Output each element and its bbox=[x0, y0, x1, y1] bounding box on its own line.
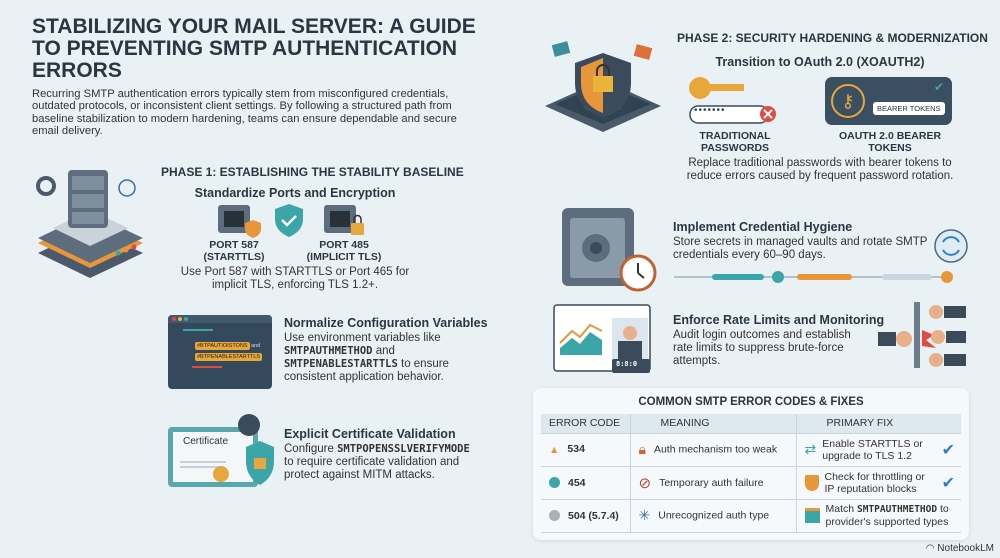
brand-label: NotebookLM bbox=[937, 543, 994, 554]
lock-icon bbox=[351, 223, 364, 235]
vault-illustration bbox=[562, 208, 657, 292]
notebooklm-brand: ◠ NotebookLM bbox=[926, 543, 994, 554]
refresh-cycle-icon bbox=[934, 229, 968, 263]
rate-desc: Audit login outcomes and establish rate … bbox=[673, 329, 851, 367]
cert-desc-2: to require certificate validation and pr… bbox=[284, 456, 460, 481]
var-smtpenablestarttls: SMTPENABLESTARTTLS bbox=[284, 358, 398, 370]
code-tag: #BTPENABLESTARTTLS bbox=[195, 353, 263, 361]
header-meaning: MEANING bbox=[630, 414, 797, 433]
check-icon: ✔ bbox=[933, 80, 944, 94]
counter-text: 8:8:0 bbox=[616, 360, 638, 368]
key-icon bbox=[689, 77, 711, 99]
lock-icon bbox=[593, 76, 613, 92]
header-error-code: ERROR CODE bbox=[541, 414, 631, 433]
rotation-timeline bbox=[674, 229, 968, 283]
oauth-title: Transition to OAuth 2.0 (XOAUTH2) bbox=[715, 55, 925, 69]
server-illustration bbox=[36, 170, 143, 278]
notebooklm-logo-icon: ◠ bbox=[925, 543, 938, 554]
check-icon: ✔ bbox=[941, 441, 955, 459]
envelope-icon bbox=[551, 41, 571, 57]
envelope-icon bbox=[633, 44, 653, 60]
ports-desc: Use Port 587 with STARTTLS or Port 465 f… bbox=[180, 266, 410, 291]
phase1-heading: PHASE 1: ESTABLISHING THE STABILITY BASE… bbox=[161, 165, 464, 179]
certificate-illustration bbox=[168, 414, 274, 487]
secure-mail-illustration bbox=[545, 41, 661, 132]
warning-icon: ▲ bbox=[549, 443, 560, 456]
error-codes-table: ERROR CODE MEANING PRIMARY FIX ▲ 534 🔒︎ Au… bbox=[541, 414, 961, 533]
lock-icon: 🔒︎ bbox=[638, 441, 646, 457]
error-fix: Check for throttling or IP reputation bl… bbox=[824, 470, 925, 495]
cert-title: Explicit Certificate Validation bbox=[284, 427, 456, 441]
fist-icon bbox=[896, 331, 912, 347]
ok-circle-icon bbox=[549, 477, 560, 489]
port-icons bbox=[218, 204, 364, 238]
table-row: ▲ 534 🔒︎ Auth mechanism too weak ⇄ Enable S… bbox=[541, 432, 961, 466]
error-codes-card: COMMON SMTP ERROR CODES & FIXES ERROR CO… bbox=[533, 388, 969, 540]
password-mask: ••••••• bbox=[694, 105, 726, 116]
page-title: STABILIZING YOUR MAIL SERVER: A GUIDE TO… bbox=[32, 15, 476, 82]
error-code: 454 bbox=[568, 476, 586, 489]
cert-desc: Configure bbox=[284, 443, 334, 455]
code-and: and bbox=[251, 343, 261, 349]
blocked-attack-illustration bbox=[878, 302, 966, 368]
intro-paragraph: Recurring SMTP authentication errors typ… bbox=[32, 88, 457, 138]
oauth-card: ⚷ ✔ BEARER TOKENS bbox=[825, 77, 952, 125]
bearer-tokens-badge: BEARER TOKENS bbox=[873, 102, 945, 115]
error-meaning: Unrecognized auth type bbox=[658, 509, 770, 522]
table-title: COMMON SMTP ERROR CODES & FIXES bbox=[638, 396, 864, 408]
traditional-passwords-label: TRADITIONAL PASSWORDS bbox=[699, 130, 771, 154]
hacker-icon bbox=[238, 414, 260, 436]
key-icon: ⚷ bbox=[831, 84, 865, 118]
config-desc: Use environment variables like bbox=[284, 332, 441, 344]
rate-title: Enforce Rate Limits and Monitoring bbox=[673, 313, 885, 327]
oauth-bearer-label: OAUTH 2.0 BEARER TOKENS bbox=[838, 130, 942, 154]
badge-icon bbox=[213, 466, 229, 482]
config-desc-2: to ensure consistent application behavio… bbox=[284, 358, 449, 383]
shield-check-icon bbox=[275, 204, 303, 237]
error-code: 534 bbox=[567, 443, 585, 456]
swap-arrows-icon: ⇄ bbox=[804, 441, 817, 457]
code-editor-illustration: #BTPAUTIOISTONS and #BTPENABLESTARTTLS bbox=[168, 315, 272, 389]
table-header-row: ERROR CODE MEANING PRIMARY FIX bbox=[541, 414, 961, 433]
ports-title: Standardize Ports and Encryption bbox=[194, 186, 396, 200]
table-row: 504 (5.7.4) ✳ Unrecognized auth type Matc… bbox=[541, 498, 961, 533]
monitoring-illustration bbox=[553, 304, 651, 373]
port-587-sub: (STARTTLS) bbox=[203, 250, 265, 263]
page-header: STABILIZING YOUR MAIL SERVER: A GUIDE TO… bbox=[32, 16, 482, 138]
puzzle-icon bbox=[804, 508, 820, 523]
error-fix: Match bbox=[825, 503, 855, 515]
gear-icon bbox=[36, 176, 56, 196]
code-tag: #BTPAUTIOISTONS bbox=[195, 342, 250, 350]
error-circle-icon bbox=[549, 510, 560, 522]
hygiene-title: Implement Credential Hygiene bbox=[673, 220, 853, 234]
counter-display bbox=[612, 359, 650, 373]
header-primary-fix: PRIMARY FIX bbox=[796, 414, 961, 433]
error-fix: Enable STARTTLS or upgrade to TLS 1.2 bbox=[822, 437, 923, 462]
broken-link-icon: ✳ bbox=[638, 507, 651, 523]
globe-icon bbox=[118, 179, 136, 197]
error-code: 504 (5.7.4) bbox=[568, 509, 619, 522]
config-title: Normalize Configuration Variables bbox=[284, 316, 488, 330]
var-smtpauthmethod: SMTPAUTHMETHOD bbox=[284, 345, 373, 357]
prohibited-icon: ⊘ bbox=[638, 474, 652, 492]
phase2-heading: PHASE 2: SECURITY HARDENING & MODERNIZAT… bbox=[677, 31, 988, 45]
oauth-desc: Replace traditional passwords with beare… bbox=[686, 157, 954, 182]
hygiene-desc: Store secrets in managed vaults and rota… bbox=[673, 236, 928, 261]
port-465-sub: (IMPLICIT TLS) bbox=[306, 250, 382, 263]
config-and: and bbox=[375, 345, 395, 357]
person-icon bbox=[623, 326, 637, 340]
error-meaning: Auth mechanism too weak bbox=[653, 443, 778, 456]
check-icon: ✔ bbox=[941, 474, 955, 492]
shield-icon bbox=[245, 220, 261, 238]
var-smtpopensslverifymode: SMTPOPENSSLVERIFYMODE bbox=[337, 443, 470, 455]
error-meaning: Temporary auth failure bbox=[659, 476, 764, 489]
error-fix-2: to provider's supported types bbox=[825, 503, 949, 528]
port-465-label: PORT 485 bbox=[319, 239, 369, 251]
shield-icon bbox=[804, 474, 819, 491]
var-smtpauthmethod: SMTPAUTHMETHOD bbox=[857, 504, 938, 515]
password-illustration bbox=[689, 77, 776, 124]
certificate-label: Certificate bbox=[183, 436, 229, 447]
table-row: 454 ⊘ Temporary auth failure Check for th… bbox=[541, 465, 961, 499]
port-587-label: PORT 587 bbox=[209, 239, 259, 251]
